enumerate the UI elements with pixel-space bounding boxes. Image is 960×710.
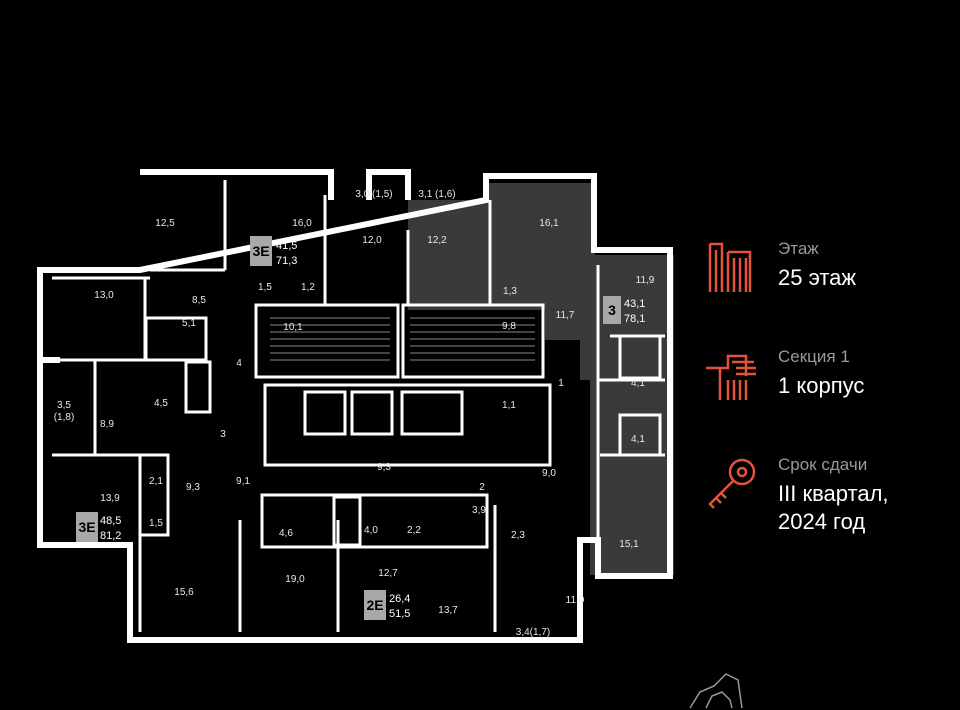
deadline-text: Срок сдачи III квартал, 2024 год (778, 454, 889, 536)
room-label: 1,2 (301, 282, 315, 293)
apartment-type: 3 (608, 302, 616, 318)
apartment-area-total: 48,5 (100, 515, 121, 527)
floor-icon (708, 242, 752, 292)
apartment-badge[interactable]: 3Е 48,5 81,2 (76, 512, 121, 542)
room-label: 3 (220, 429, 226, 440)
room-label: (1,8) (54, 412, 75, 423)
room-label: 3,4(1,7) (516, 627, 550, 638)
floor-label: Этаж (778, 239, 819, 258)
key-icon (708, 458, 756, 509)
room-label: 1 (558, 378, 564, 389)
apartment-area-living: 51,5 (389, 608, 410, 620)
room-label: 1,5 (149, 518, 163, 529)
section-text: Секция 1 1 корпус (778, 346, 864, 400)
room-label: 12,5 (155, 218, 175, 229)
room-label: 12,0 (362, 235, 382, 246)
apartment-badge[interactable]: 3Е 41,5 71,3 (250, 236, 297, 267)
exterior-walls (37, 169, 673, 643)
room-label: 2,3 (511, 530, 525, 541)
room-label: 5,1 (182, 318, 196, 329)
room-label: 4,1 (631, 434, 645, 445)
room-label: 12,7 (378, 568, 398, 579)
deadline-label: Срок сдачи (778, 455, 868, 474)
floor-value: 25 этаж (778, 265, 857, 290)
room-label: 16,1 (539, 218, 559, 229)
room-label: 4 (236, 358, 242, 369)
floor-text: Этаж 25 этаж (778, 238, 856, 292)
section-value: 1 корпус (778, 373, 865, 398)
room-label: 3,5 (57, 400, 71, 411)
apartment-type: 2Е (366, 597, 383, 613)
room-label: 2,1 (149, 476, 163, 487)
section-icon (706, 354, 756, 400)
apartment-area-living: 78,1 (624, 313, 645, 325)
deadline-value-line1: III квартал, (778, 481, 889, 506)
room-label: 1,1 (502, 400, 516, 411)
room-label: 4,5 (154, 398, 168, 409)
room-label: 16,0 (292, 218, 312, 229)
room-label: 10,1 (283, 322, 303, 333)
apartment-type: 3Е (78, 519, 95, 535)
room-label: 11,9 (636, 275, 655, 286)
interior-walls (52, 180, 665, 632)
apartment-area-total: 41,5 (276, 240, 297, 252)
room-label: 8,5 (192, 295, 206, 306)
apartment-badge[interactable]: 3 43,1 78,1 (603, 296, 645, 325)
room-label: 9,3 (186, 482, 200, 493)
room-label: 9,8 (502, 321, 516, 332)
room-label: 8,9 (100, 419, 114, 430)
room-label: 12,2 (427, 235, 447, 246)
building-outline-icon (689, 673, 743, 709)
room-label: 1,3 (503, 286, 517, 297)
room-label: 3,0 (1,5) (355, 189, 392, 200)
room-label: 3,1 (1,6) (418, 189, 455, 200)
room-label: 19,0 (285, 574, 305, 585)
room-label: 13,9 (100, 493, 120, 504)
room-label: 4,6 (279, 528, 293, 539)
apartment-type: 3Е (252, 243, 269, 259)
room-label: 2,2 (407, 525, 421, 536)
apartment-area-total: 26,4 (389, 593, 410, 605)
room-label: 11,7 (556, 310, 575, 321)
apartment-badge[interactable]: 2Е 26,4 51,5 (364, 590, 410, 620)
apartment-area-living: 81,2 (100, 530, 121, 542)
apartment-area-total: 43,1 (624, 298, 645, 310)
deadline-value-line2: 2024 год (778, 509, 866, 534)
section-label: Секция 1 (778, 347, 850, 366)
room-label: 15,6 (174, 587, 194, 598)
highlighted-apartment[interactable] (405, 183, 598, 380)
room-label: 13,0 (94, 290, 114, 301)
apartment-area-living: 71,3 (276, 255, 297, 267)
room-label: 13,7 (438, 605, 458, 616)
stairs (270, 317, 535, 361)
room-label: 15,1 (619, 539, 639, 550)
room-label: 11,0 (566, 595, 585, 606)
room-label: 4,0 (364, 525, 378, 536)
room-label: 9,0 (542, 468, 556, 479)
room-label: 2 (479, 482, 485, 493)
room-labels: 12,5 16,0 3,0 (1,5) 3,1 (1,6) 16,1 12,0 … (54, 189, 655, 638)
room-label: 9,1 (236, 476, 250, 487)
room-label: 4,1 (631, 378, 645, 389)
room-label: 9,3 (377, 462, 391, 473)
room-label: 3,9 (472, 505, 486, 516)
room-label: 1,5 (258, 282, 272, 293)
info-panel: Этаж 25 этаж Секция 1 1 корпус Срок сдач… (706, 238, 960, 548)
